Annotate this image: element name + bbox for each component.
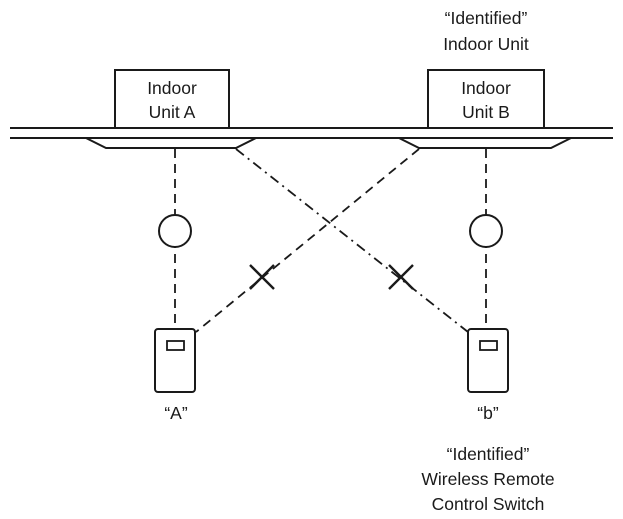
- valid-pairing-circle-a: [158, 214, 192, 248]
- identified-indoor-unit-caption: “Identified” Indoor Unit: [443, 8, 529, 54]
- indoor-unit-a-label-line1: Indoor: [147, 78, 197, 98]
- identified-indoor-unit-line2: Indoor Unit: [443, 34, 529, 54]
- identified-remote-line3: Control Switch: [432, 494, 545, 514]
- valid-pairing-circle-b: [469, 214, 503, 248]
- identified-remote-caption: “Identified” Wireless Remote Control Swi…: [421, 444, 554, 514]
- remote-control-b-display: [479, 340, 498, 351]
- remote-control-b: “b”: [467, 328, 509, 423]
- indoor-unit-b: Indoor Unit B: [398, 69, 572, 149]
- identified-indoor-unit-line1: “Identified”: [445, 8, 528, 28]
- indoor-unit-a-label-line2: Unit A: [149, 102, 196, 122]
- indoor-unit-b-box: [427, 69, 545, 129]
- indoor-unit-a-panel: [85, 137, 257, 149]
- indoor-unit-a: Indoor Unit A: [85, 69, 257, 149]
- invalid-pairing-cross-left: [249, 264, 275, 290]
- remote-control-b-body: [467, 328, 509, 393]
- indoor-unit-a-box: [114, 69, 230, 129]
- remote-control-a: “A”: [154, 328, 196, 423]
- pairing-line-b-to-a-remote: [195, 148, 420, 333]
- ceiling: [10, 127, 613, 139]
- pairing-line-a-to-b-remote: [235, 148, 469, 333]
- remote-control-a-display: [166, 340, 185, 351]
- remote-control-a-body: [154, 328, 196, 393]
- remote-control-b-label: “b”: [477, 403, 499, 423]
- indoor-unit-b-label-line2: Unit B: [462, 102, 510, 122]
- identified-remote-line1: “Identified”: [447, 444, 530, 464]
- remote-control-a-label: “A”: [164, 403, 188, 423]
- identified-remote-line2: Wireless Remote: [421, 469, 554, 489]
- invalid-pairing-cross-right: [388, 264, 414, 290]
- indoor-unit-b-label-line1: Indoor: [461, 78, 511, 98]
- indoor-unit-b-panel: [398, 137, 572, 149]
